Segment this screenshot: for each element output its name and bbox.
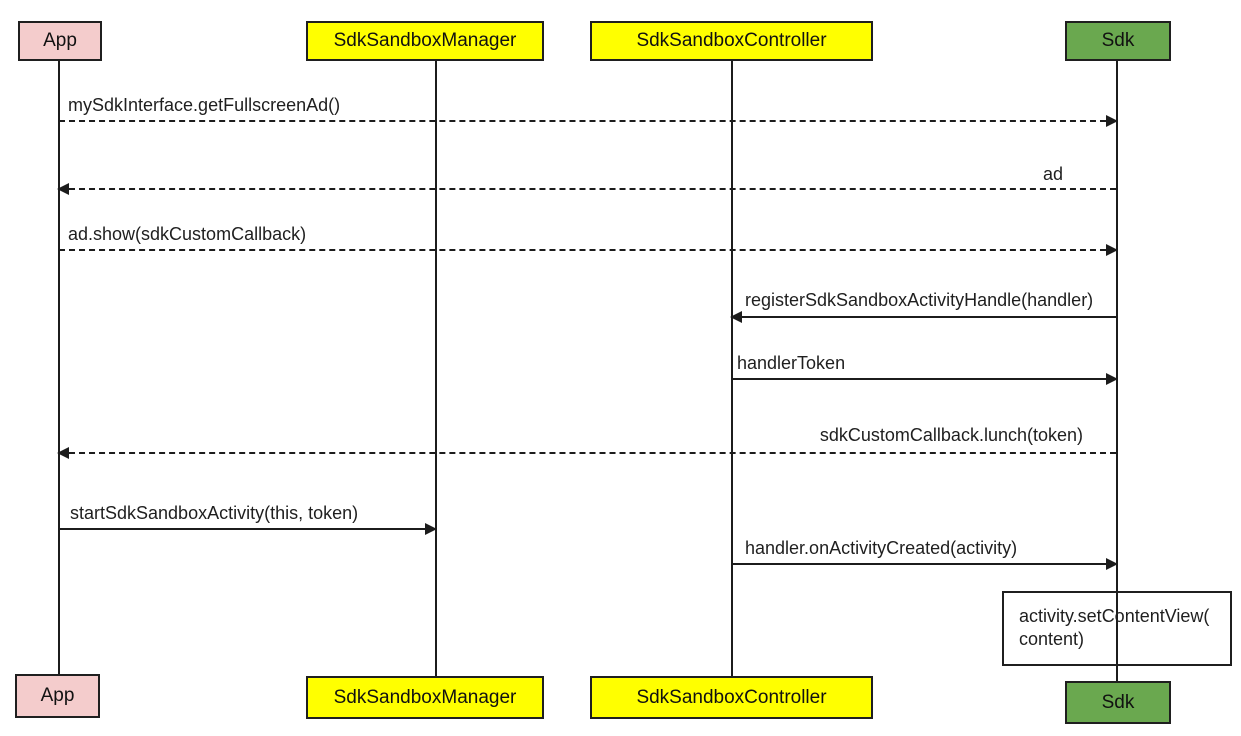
- actor-box-sdksandboxmanager-bottom: SdkSandboxManager: [306, 676, 544, 719]
- arrowhead-right-icon: [1106, 244, 1118, 256]
- actor-box-sdk-top: Sdk: [1065, 21, 1171, 61]
- message-arrow-callbacklunch: [57, 447, 1116, 459]
- arrowhead-left-icon: [730, 311, 742, 323]
- message-label-startactivity: startSdkSandboxActivity(this, token): [70, 503, 359, 523]
- message-arrow-registerhandle: [730, 311, 1116, 323]
- message-arrow-startactivity: [59, 523, 437, 535]
- message-label-ad: ad: [1042, 164, 1063, 184]
- lifeline-sdk: [1116, 61, 1118, 681]
- actor-box-sdksandboxcontroller-top: SdkSandboxController: [590, 21, 873, 61]
- actor-box-app-bottom: App: [15, 674, 100, 718]
- actor-box-sdksandboxmanager-top: SdkSandboxManager: [306, 21, 544, 61]
- message-label-callbacklunch: sdkCustomCallback.lunch(token): [819, 425, 1083, 445]
- note-line-2: content): [1019, 629, 1085, 649]
- message-arrow-handlertoken: [732, 373, 1118, 385]
- actor-label-sdk-bottom: Sdk: [1101, 691, 1135, 713]
- message-arrow-onactivitycreated: [732, 558, 1118, 570]
- actor-label-sdksandboxcontroller-top: SdkSandboxController: [636, 30, 827, 51]
- note-box-setcontentview: activity.setContentView( content): [1002, 591, 1232, 666]
- actor-label-sdk-top: Sdk: [1101, 30, 1135, 51]
- arrowhead-right-icon: [1106, 115, 1118, 127]
- message-arrow-getfullscreenad: [59, 115, 1118, 127]
- message-arrow-adshow: [59, 244, 1118, 256]
- message-label-getfullscreenad: mySdkInterface.getFullscreenAd(): [68, 95, 341, 115]
- note-line-1: activity.setContentView(: [1019, 606, 1210, 626]
- actor-box-sdksandboxcontroller-bottom: SdkSandboxController: [590, 676, 873, 719]
- actor-label-sdksandboxmanager-bottom: SdkSandboxManager: [333, 686, 517, 708]
- lifeline-sdksandboxcontroller: [731, 61, 733, 676]
- actor-box-sdk-bottom: Sdk: [1065, 681, 1171, 724]
- arrowhead-right-icon: [1106, 373, 1118, 385]
- arrowhead-right-icon: [425, 523, 437, 535]
- message-label-handlertoken: handlerToken: [737, 353, 846, 373]
- actor-label-sdksandboxmanager-top: SdkSandboxManager: [333, 30, 517, 51]
- actor-box-app-top: App: [18, 21, 102, 61]
- arrowhead-right-icon: [1106, 558, 1118, 570]
- actor-label-sdksandboxcontroller-bottom: SdkSandboxController: [636, 686, 827, 708]
- arrowhead-left-icon: [57, 183, 69, 195]
- message-label-adshow: ad.show(sdkCustomCallback): [68, 224, 307, 244]
- message-arrow-ad: [57, 183, 1116, 195]
- message-label-onactivitycreated: handler.onActivityCreated(activity): [745, 538, 1018, 558]
- actor-label-app-bottom: App: [40, 685, 75, 706]
- lifeline-sdksandboxmanager: [435, 61, 437, 676]
- lifeline-app: [58, 61, 60, 676]
- message-label-registerhandle: registerSdkSandboxActivityHandle(handler…: [745, 290, 1094, 310]
- arrowhead-left-icon: [57, 447, 69, 459]
- actor-label-app-top: App: [43, 30, 77, 51]
